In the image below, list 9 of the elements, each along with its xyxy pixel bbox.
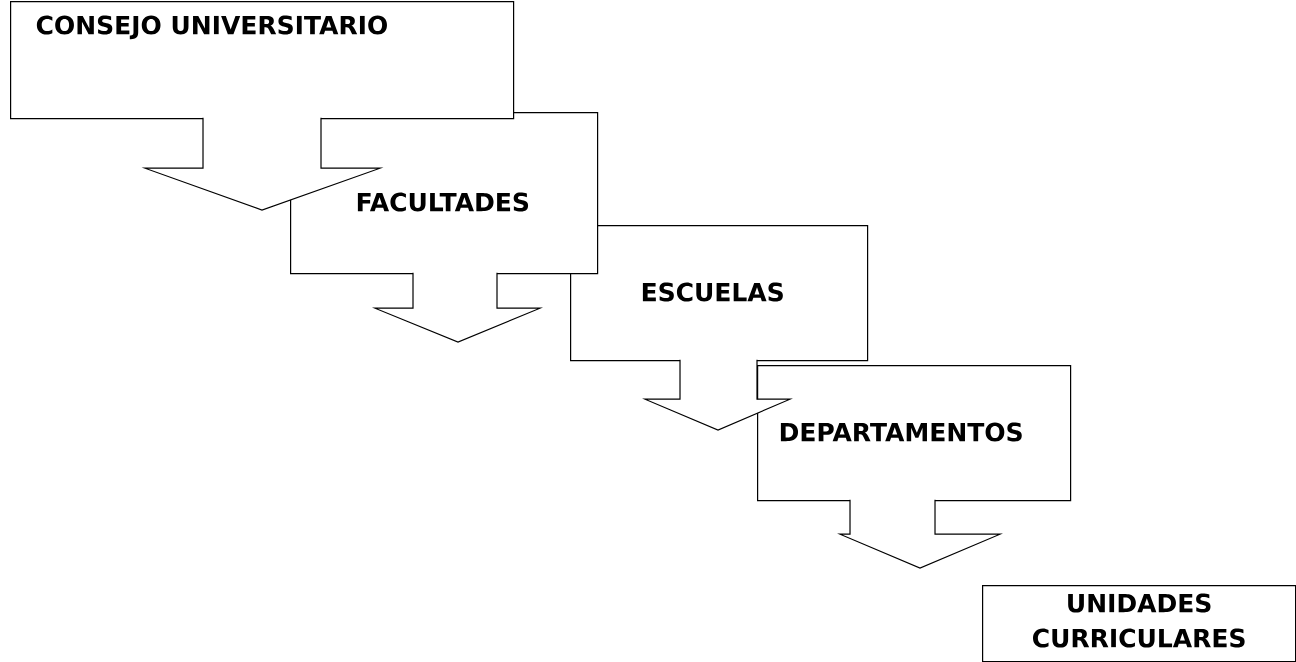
process-box: ESCUELAS [570, 225, 869, 362]
block-arrow [371, 272, 544, 343]
block-arrow [837, 499, 1003, 569]
process-box: CONSEJO UNIVERSITARIO [10, 1, 515, 120]
process-box: DEPARTAMENTOS [757, 365, 1072, 502]
process-box: UNIDADES CURRICULARES [982, 585, 1296, 662]
block-arrow [141, 117, 384, 211]
block-arrow [642, 359, 793, 431]
process-box: FACULTADES [290, 112, 599, 275]
